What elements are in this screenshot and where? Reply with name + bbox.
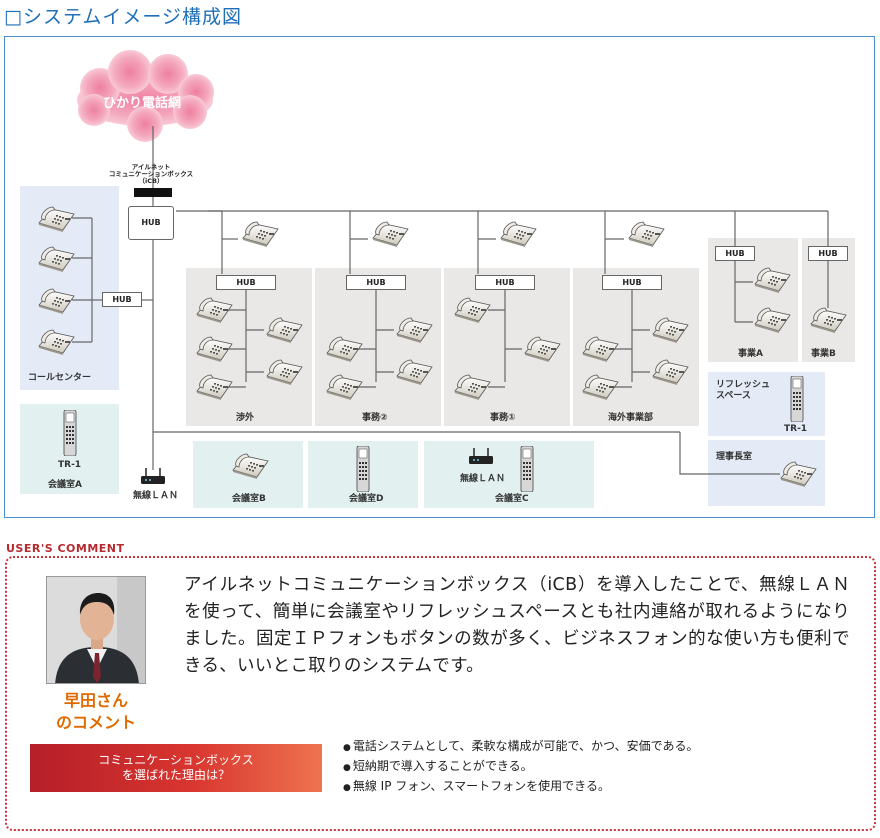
hub-shogai: HUB bbox=[216, 275, 276, 290]
hub-jimu1: HUB bbox=[475, 275, 535, 290]
ip-phone-icon bbox=[324, 335, 364, 363]
ip-phone-icon bbox=[240, 220, 280, 248]
ip-phone-icon bbox=[36, 245, 76, 273]
icb-label-line: （iCB） bbox=[96, 178, 206, 185]
zone-label-shogai: 渉外 bbox=[236, 410, 254, 423]
ip-phone-icon bbox=[36, 287, 76, 315]
zone-label-jimu2: 事務② bbox=[362, 410, 388, 423]
ip-phone-icon bbox=[394, 316, 434, 344]
zone-label-kaigi-c: 会議室C bbox=[495, 491, 529, 504]
icb-label: アイルネット コミュニケーションボックス （iCB） bbox=[96, 164, 206, 185]
ip-phone-icon bbox=[194, 373, 234, 401]
ip-phone-icon bbox=[580, 373, 620, 401]
zone-label-kaigi-b: 会議室B bbox=[232, 491, 266, 504]
ip-phone-icon bbox=[752, 306, 792, 334]
ip-phone-icon bbox=[264, 316, 304, 344]
ip-phone-icon bbox=[752, 266, 792, 294]
zone-label-kaigi-a: 会議室A bbox=[48, 477, 82, 490]
wireless-router-icon bbox=[140, 468, 166, 484]
ip-phone-icon bbox=[452, 373, 492, 401]
zone-label-jimu1: 事務① bbox=[490, 410, 516, 423]
zone-label-refresh: リフレッシュ スペース bbox=[716, 380, 770, 402]
reason-item: 電話システムとして、柔軟な構成が可能で、かつ、安価である。 bbox=[343, 737, 698, 757]
ip-phone-icon bbox=[650, 316, 690, 344]
ip-phone-icon bbox=[580, 335, 620, 363]
reason-question-line2: を選ばれた理由は？ bbox=[30, 768, 322, 783]
hub-main: HUB bbox=[128, 206, 174, 240]
zone-label-jigyo-b: 事業B bbox=[811, 346, 836, 359]
ip-phone-icon bbox=[498, 220, 538, 248]
ip-phone-icon bbox=[36, 205, 76, 233]
cloud-label: ひかり電話網 bbox=[103, 92, 181, 111]
ip-phone-icon bbox=[394, 358, 434, 386]
tr1-handset-icon bbox=[790, 376, 804, 422]
ip-phone-icon bbox=[370, 220, 410, 248]
hub-jigyo-a: HUB bbox=[715, 246, 755, 261]
ip-phone-icon bbox=[194, 296, 234, 324]
tr1-label: TR-1 bbox=[58, 460, 81, 470]
zone-label-jigyo-a: 事業A bbox=[738, 346, 763, 359]
tr1-handset-icon bbox=[520, 446, 534, 492]
wireless-lan-label: 無線ＬＡＮ bbox=[133, 488, 178, 501]
ip-phone-icon bbox=[626, 220, 666, 248]
zone-label-kaigai: 海外事業部 bbox=[608, 410, 653, 423]
ip-phone-icon bbox=[230, 452, 270, 480]
ip-phone-icon bbox=[650, 358, 690, 386]
ip-phone-icon bbox=[194, 335, 234, 363]
hub-jimu2: HUB bbox=[346, 275, 406, 290]
user-comment-text: アイルネットコミュニケーションボックス（iCB）を導入したことで、無線ＬＡＮを使… bbox=[184, 572, 850, 680]
ip-phone-icon bbox=[36, 328, 76, 356]
speaker-name: 早田さん のコメント bbox=[46, 690, 146, 734]
ip-phone-icon bbox=[778, 460, 818, 488]
zone-label-kaigi-d: 会議室D bbox=[349, 491, 383, 504]
reason-item: 無線 IP フォン、スマートフォンを使用できる。 bbox=[343, 777, 698, 797]
speaker-name-line2: のコメント bbox=[46, 712, 146, 734]
speaker-name-line1: 早田さん bbox=[46, 690, 146, 712]
zone-label-rijicho: 理事長室 bbox=[716, 449, 752, 462]
ip-phone-icon bbox=[452, 296, 492, 324]
ip-phone-icon bbox=[522, 335, 562, 363]
wireless-router-icon bbox=[468, 448, 494, 464]
hub-jigyo-b: HUB bbox=[808, 246, 848, 261]
reason-list: 電話システムとして、柔軟な構成が可能で、かつ、安価である。 短納期で導入すること… bbox=[343, 737, 698, 797]
wireless-lan-label: 無線ＬＡＮ bbox=[460, 471, 505, 484]
hub-kaigai: HUB bbox=[602, 275, 662, 290]
reason-question-line1: コミュニケーションボックス bbox=[30, 753, 322, 768]
ip-phone-icon bbox=[264, 358, 304, 386]
icb-device bbox=[134, 188, 172, 197]
speaker-photo bbox=[46, 576, 146, 684]
tr1-handset-icon bbox=[356, 446, 370, 492]
ip-phone-icon bbox=[808, 306, 848, 334]
tr1-label: TR-1 bbox=[784, 424, 807, 434]
reason-item: 短納期で導入することができる。 bbox=[343, 757, 698, 777]
users-comment-heading: USER'S COMMENT bbox=[6, 542, 125, 555]
zone-label-call-center: コールセンター bbox=[28, 370, 91, 383]
hub-call-center: HUB bbox=[102, 292, 142, 307]
tr1-handset-icon bbox=[63, 410, 77, 456]
ip-phone-icon bbox=[324, 373, 364, 401]
reason-question-banner: コミュニケーションボックス を選ばれた理由は？ bbox=[30, 744, 322, 792]
